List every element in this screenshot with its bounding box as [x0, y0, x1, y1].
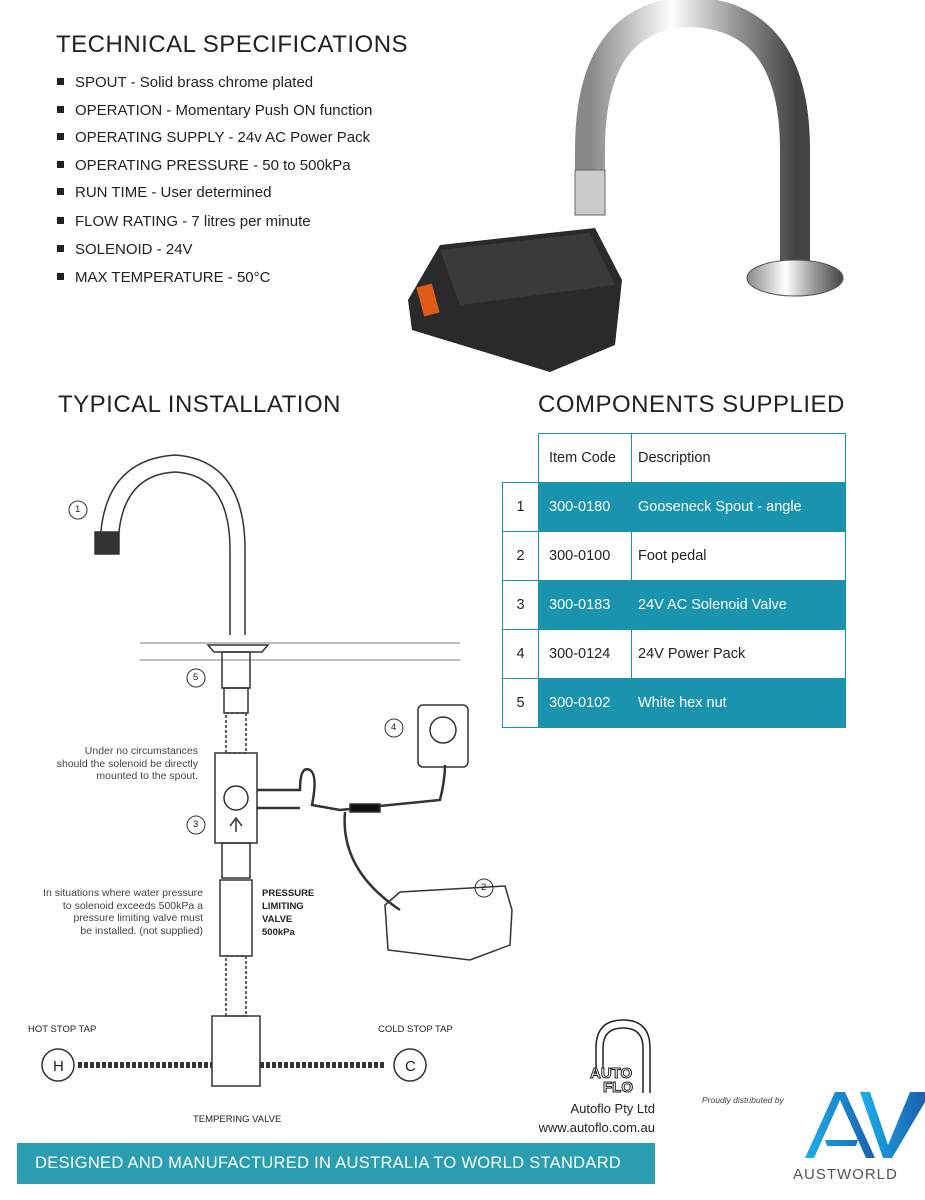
header-item-code: Item Code: [538, 433, 632, 483]
spec-item: OPERATING SUPPLY - 24v AC Power Pack: [57, 129, 370, 146]
row-number: 3: [502, 580, 539, 630]
row-number: 4: [502, 629, 539, 679]
item-code: 300-0180: [538, 482, 632, 532]
spec-item: SOLENOID - 24V: [57, 241, 193, 258]
callout-4: 4: [391, 722, 397, 733]
item-description: 24V Power Pack: [631, 629, 846, 679]
spec-item: FLOW RATING - 7 litres per minute: [57, 213, 311, 230]
tempering-valve-label: TEMPERING VALVE: [193, 1114, 282, 1125]
austworld-name: AUSTWORLD: [793, 1166, 898, 1183]
svg-text:AUTO: AUTO: [590, 1065, 633, 1082]
callout-2: 2: [481, 882, 487, 893]
cold-tap-letter: C: [405, 1058, 416, 1075]
foot-pedal-image: [408, 228, 622, 372]
item-code: 300-0100: [538, 531, 632, 581]
item-code: 300-0124: [538, 629, 632, 679]
installation-diagram: [41, 454, 513, 1087]
gooseneck-drawing: [99, 454, 246, 635]
product-photo: [408, 0, 844, 372]
installation-title: TYPICAL INSTALLATION: [58, 391, 341, 418]
spec-item: OPERATION - Momentary Push ON function: [57, 102, 372, 119]
item-code: 300-0183: [538, 580, 632, 630]
spec-item: RUN TIME - User determined: [57, 184, 271, 201]
item-code: 300-0102: [538, 678, 632, 728]
callout-3: 3: [193, 819, 199, 830]
tech-specs-title: TECHNICAL SPECIFICATIONS: [56, 31, 409, 58]
autoflo-website[interactable]: www.autoflo.com.au: [538, 1120, 655, 1135]
hot-tap-letter: H: [53, 1058, 64, 1075]
item-description: 24V AC Solenoid Valve: [631, 580, 846, 630]
callout-5: 5: [193, 672, 199, 683]
svg-text:FLO: FLO: [603, 1079, 633, 1093]
austworld-logo: [805, 1092, 925, 1158]
autoflo-logo: AUTO FLO: [590, 1019, 651, 1093]
footer-banner: DESIGNED AND MANUFACTURED IN AUSTRALIA T…: [17, 1143, 655, 1184]
spec-item: SPOUT - Solid brass chrome plated: [57, 74, 313, 91]
spec-item: MAX TEMPERATURE - 50°C: [57, 269, 270, 286]
spec-item: OPERATING PRESSURE - 50 to 500kPa: [57, 157, 351, 174]
components-title: COMPONENTS SUPPLIED: [538, 391, 845, 418]
cold-stop-tap-label: COLD STOP TAP: [378, 1024, 453, 1035]
item-description: Foot pedal: [631, 531, 846, 581]
item-description: Gooseneck Spout - angle: [631, 482, 846, 532]
row-number: 5: [502, 678, 539, 728]
distributed-by: Proudly distributed by: [702, 1095, 784, 1105]
spout-image: [574, 0, 844, 297]
header-description: Description: [631, 433, 846, 483]
hot-stop-tap-label: HOT STOP TAP: [28, 1024, 97, 1035]
item-description: White hex nut: [631, 678, 846, 728]
autoflo-company: Autoflo Pty Ltd: [570, 1101, 655, 1116]
callout-1: 1: [75, 504, 81, 515]
